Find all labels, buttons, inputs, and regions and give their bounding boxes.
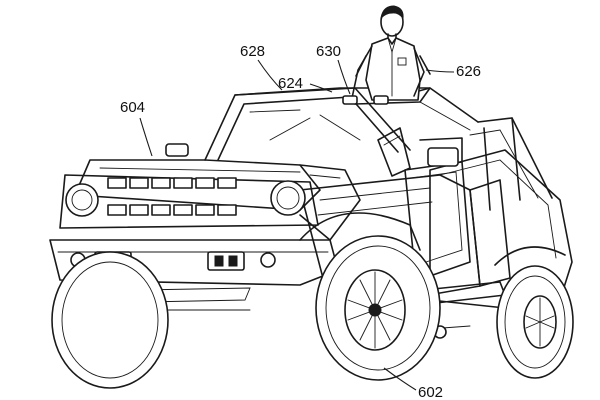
- label-630: 630: [316, 43, 341, 60]
- label-624: 624: [278, 75, 303, 92]
- label-602: 602: [418, 384, 443, 400]
- grille-bars: [107, 177, 237, 216]
- label-628: 628: [240, 43, 265, 60]
- vehicle: [49, 87, 574, 389]
- person-figure: [342, 5, 431, 105]
- label-626: 626: [456, 63, 481, 80]
- label-604: 604: [120, 99, 145, 116]
- reference-labels: 628 624 630 626 604 602: [120, 43, 481, 400]
